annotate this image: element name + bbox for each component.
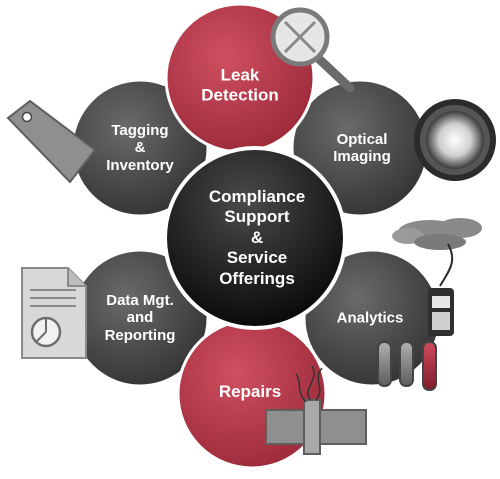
center-label: Compliance Support & Service Offerings <box>208 187 306 288</box>
analytics-label: Analytics <box>336 309 404 327</box>
center-circle <box>163 146 347 330</box>
tagging-label: Tagging & Inventory <box>106 122 174 174</box>
data-mgt-label: Data Mgt. and Reporting <box>104 292 176 344</box>
leak-detection-label: Leak Detection <box>201 65 279 104</box>
cloud-sensor-vials-icon <box>377 218 482 391</box>
pipe-leak-icon <box>265 365 367 455</box>
repairs-label: Repairs <box>218 382 282 402</box>
tag-icon <box>6 99 97 184</box>
lens-icon <box>414 99 496 181</box>
magnifier-icon <box>270 7 355 93</box>
document-chart-icon <box>21 267 87 359</box>
optical-imaging-label: Optical Imaging <box>333 130 391 165</box>
